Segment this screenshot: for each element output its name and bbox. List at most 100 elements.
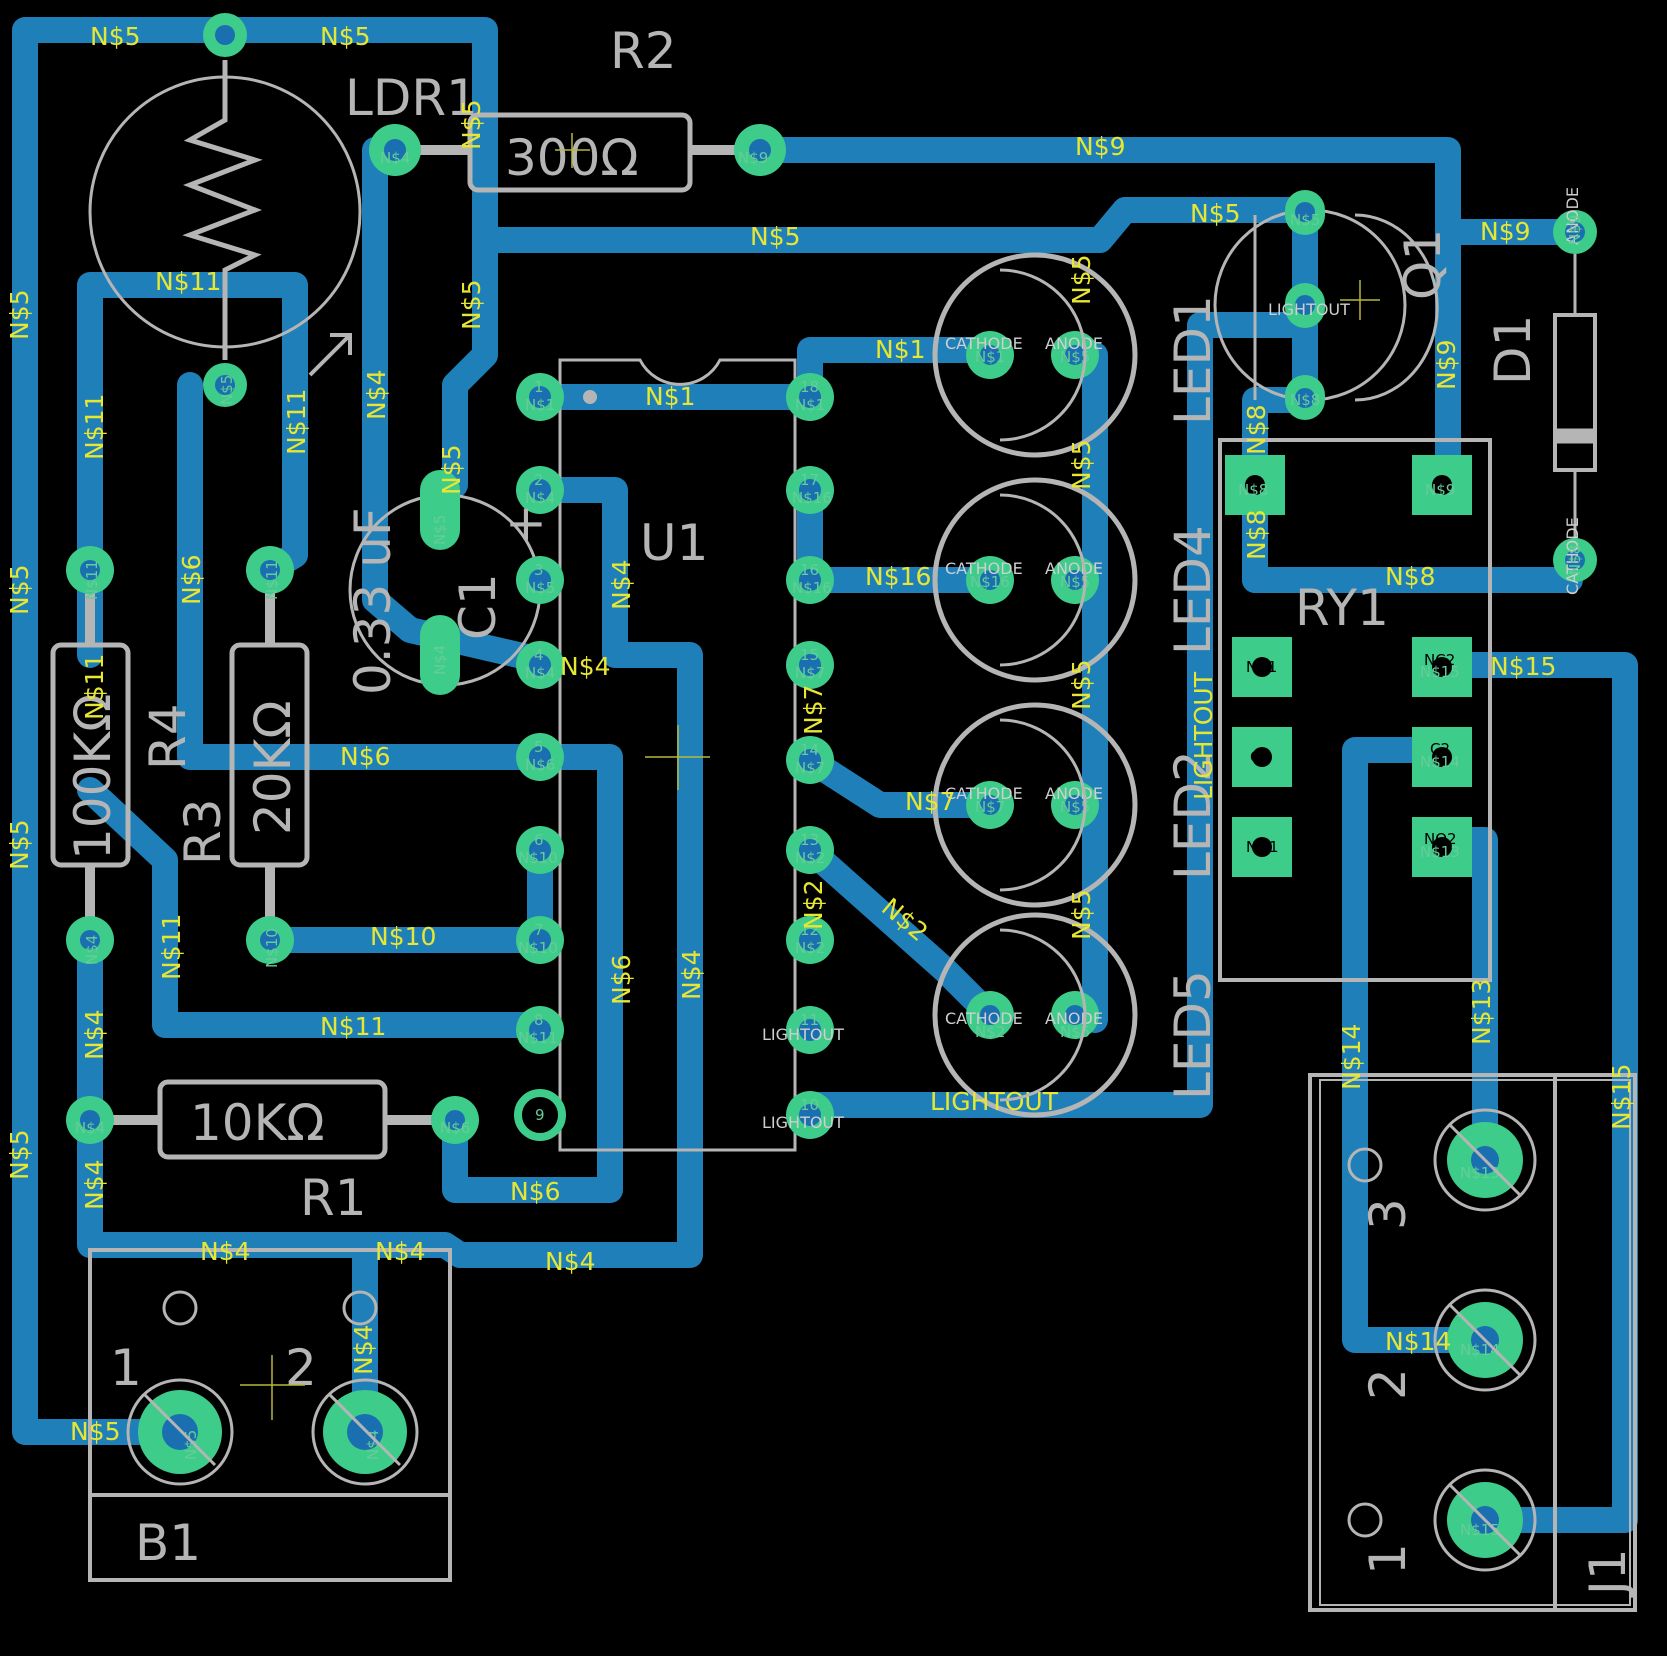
- svg-text:N$4: N$4: [431, 645, 449, 675]
- svg-text:N$5: N$5: [1067, 659, 1096, 710]
- svg-text:N$5: N$5: [5, 564, 34, 615]
- svg-text:N$11: N$11: [80, 394, 109, 460]
- svg-text:N$2: N$2: [795, 849, 825, 867]
- svg-text:N$8: N$8: [1290, 391, 1320, 409]
- svg-text:17: 17: [800, 471, 819, 489]
- led2-cathode-label: CATHODE: [945, 784, 1023, 803]
- svg-text:N$4: N$4: [375, 1237, 426, 1266]
- led2-name: LED2: [1164, 750, 1222, 880]
- svg-text:N$1: N$1: [975, 348, 1005, 366]
- relay-drills: [514, 390, 1452, 1141]
- svg-text:N$9: N$9: [738, 149, 768, 167]
- svg-text:N$4: N$4: [200, 1237, 251, 1266]
- svg-text:N$4: N$4: [525, 664, 555, 682]
- svg-text:N$5: N$5: [525, 579, 555, 597]
- svg-text:N$9: N$9: [1566, 215, 1584, 245]
- svg-text:N$13: N$13: [1467, 979, 1496, 1045]
- ldr1-name: LDR1: [345, 69, 478, 127]
- svg-text:N$1: N$1: [795, 396, 825, 414]
- svg-text:N$2: N$2: [799, 879, 828, 930]
- svg-text:N$14: N$14: [1420, 753, 1460, 771]
- svg-text:N$8: N$8: [1238, 481, 1268, 499]
- led4-name: LED4: [1164, 525, 1222, 655]
- svg-text:N$4: N$4: [75, 1119, 105, 1137]
- svg-text:8: 8: [534, 1011, 544, 1029]
- svg-text:N$4: N$4: [607, 559, 636, 610]
- u1-pin10-label: LIGHTOUT: [762, 1113, 844, 1132]
- j1-pin1: 1: [1359, 1543, 1417, 1575]
- origin-crosses: [240, 133, 1380, 1420]
- svg-text:1: 1: [534, 378, 544, 396]
- r3-name: R3: [174, 798, 232, 865]
- led5-cathode-label: CATHODE: [945, 1009, 1023, 1028]
- svg-text:N$9: N$9: [1480, 217, 1531, 246]
- svg-text:16: 16: [800, 561, 819, 579]
- led4-anode-label: ANODE: [1045, 559, 1103, 578]
- svg-text:N$7: N$7: [795, 664, 825, 682]
- led2-anode-label: ANODE: [1045, 784, 1103, 803]
- svg-text:N$5: N$5: [1060, 798, 1090, 816]
- svg-text:N$16: N$16: [792, 489, 832, 507]
- svg-text:N$5: N$5: [1067, 889, 1096, 940]
- led5-name: LED5: [1164, 970, 1222, 1100]
- svg-text:N$7: N$7: [799, 684, 828, 735]
- led1-cathode-label: CATHODE: [945, 334, 1023, 353]
- svg-text:N$6: N$6: [510, 1177, 561, 1206]
- d1-anode-label: ANODE: [1563, 187, 1582, 245]
- svg-text:N$4: N$4: [83, 935, 101, 965]
- svg-text:N$4: N$4: [362, 369, 391, 420]
- svg-text:N$16: N$16: [970, 573, 1010, 591]
- ry1-no2: NO2: [1424, 830, 1457, 848]
- svg-text:N$4: N$4: [349, 1324, 378, 1375]
- svg-text:N$4: N$4: [364, 1430, 382, 1460]
- r4-name: R4: [139, 703, 197, 770]
- svg-text:6: 6: [534, 831, 544, 849]
- svg-text:N$6: N$6: [177, 554, 206, 605]
- svg-text:N$11: N$11: [320, 1012, 386, 1041]
- svg-text:N$5: N$5: [457, 99, 486, 150]
- svg-text:N$2: N$2: [975, 1023, 1005, 1041]
- u1-pin11-label: LIGHTOUT: [762, 1025, 844, 1044]
- svg-text:N$15: N$15: [1420, 663, 1460, 681]
- svg-text:N$10: N$10: [263, 928, 281, 968]
- svg-text:N$5: N$5: [90, 22, 141, 51]
- svg-text:N$1: N$1: [525, 396, 555, 414]
- svg-text:N$5: N$5: [1190, 199, 1241, 228]
- r4-value: 100KΩ: [64, 694, 122, 860]
- svg-text:N$9: N$9: [1425, 481, 1455, 499]
- r2-name: R2: [610, 22, 677, 80]
- svg-text:N$6: N$6: [525, 756, 555, 774]
- j1-pin2: 2: [1359, 1368, 1417, 1400]
- svg-text:N$8: N$8: [1242, 404, 1271, 455]
- svg-text:18: 18: [800, 378, 819, 396]
- svg-text:LIGHTOUT: LIGHTOUT: [1189, 671, 1218, 800]
- ry1-no1: NO1: [1246, 838, 1279, 856]
- d1-cathode-label: CATHODE: [1563, 517, 1582, 595]
- svg-text:N$16: N$16: [865, 562, 931, 591]
- r3-value: 20KΩ: [244, 700, 302, 835]
- svg-text:N$11: N$11: [263, 560, 281, 600]
- svg-text:N$15: N$15: [1490, 652, 1556, 681]
- pad-net-labels: N$1 N$4 N$5 N$4 N$6 N$10 N$10 N$11 N$1 N…: [75, 149, 1584, 1539]
- c1-name: C1: [449, 573, 507, 640]
- svg-text:7: 7: [534, 921, 544, 939]
- svg-text:N$5: N$5: [320, 22, 371, 51]
- svg-text:N$5: N$5: [5, 819, 34, 870]
- svg-text:N$5: N$5: [70, 1417, 121, 1446]
- svg-text:N$5: N$5: [218, 375, 236, 405]
- svg-text:N$7: N$7: [795, 759, 825, 777]
- svg-text:N$16: N$16: [792, 579, 832, 597]
- svg-text:N$11: N$11: [157, 914, 186, 980]
- svg-text:N$4: N$4: [677, 949, 706, 1000]
- d1-name: D1: [1484, 315, 1542, 385]
- svg-text:N$8: N$8: [1566, 545, 1584, 575]
- led1-anode-label: ANODE: [1045, 334, 1103, 353]
- svg-text:N$11: N$11: [282, 389, 311, 455]
- svg-text:N$5: N$5: [431, 515, 449, 545]
- q1-name: Q1: [1394, 229, 1452, 300]
- svg-text:N$5: N$5: [750, 222, 801, 251]
- c1-plus: +: [505, 494, 547, 552]
- svg-text:N$10: N$10: [518, 849, 558, 867]
- b1-pin2: 2: [285, 1339, 317, 1397]
